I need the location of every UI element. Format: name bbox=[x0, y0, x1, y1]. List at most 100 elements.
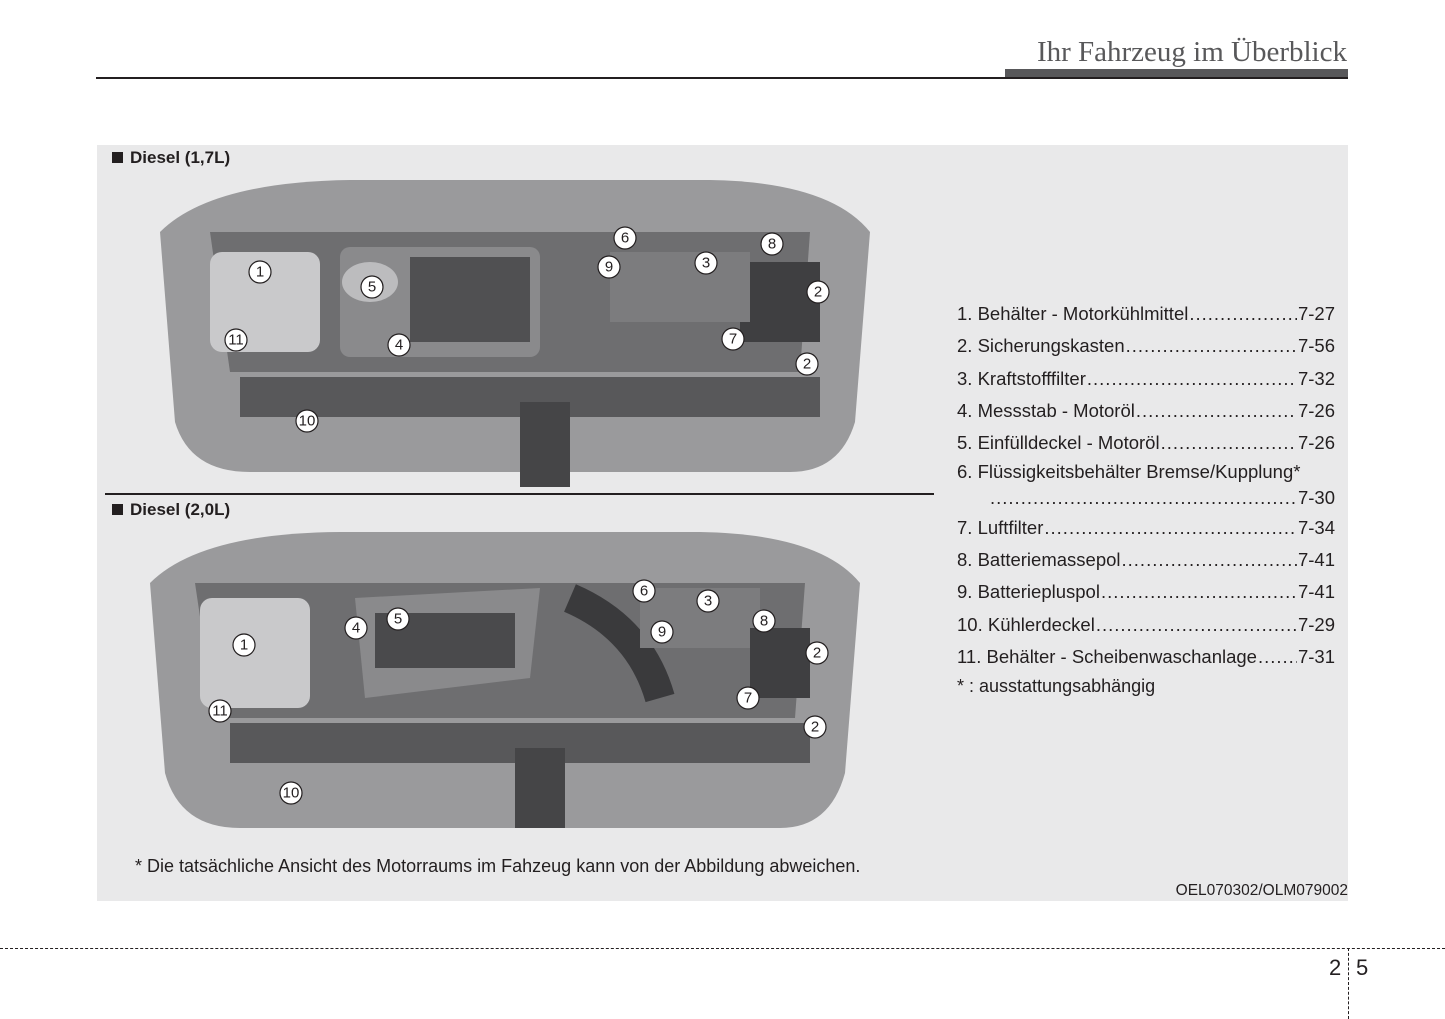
page-bottom-rule bbox=[0, 948, 1445, 949]
callout-number: 11 bbox=[212, 703, 228, 720]
callout-number: 8 bbox=[760, 613, 768, 630]
legend-note: * : ausstattungsabhängig bbox=[957, 676, 1156, 696]
callout-number: 1 bbox=[240, 637, 248, 654]
callout-marker: 2 bbox=[806, 280, 830, 304]
section-label-diesel-17: Diesel (1,7L) bbox=[112, 148, 230, 168]
callout-number: 4 bbox=[395, 337, 403, 354]
legend-item-page: 7-27 bbox=[1297, 303, 1335, 325]
page-number-separator bbox=[1348, 948, 1349, 1019]
callout-number: 2 bbox=[811, 719, 819, 736]
legend-item: 8. Batteriemassepol7-41 bbox=[957, 544, 1335, 576]
header-rule bbox=[96, 77, 1348, 79]
leader-dots bbox=[1044, 517, 1297, 539]
callout-number: 2 bbox=[813, 645, 821, 662]
leader-dots bbox=[1126, 335, 1297, 357]
legend-item-label: 1. Behälter - Motorkühlmittel bbox=[957, 303, 1189, 325]
legend-item: 3. Kraftstofffilter 7-32 bbox=[957, 363, 1335, 395]
legend-item-label: 7. Luftfilter bbox=[957, 516, 1044, 538]
leader-dots bbox=[1122, 549, 1297, 571]
callout-marker: 2 bbox=[805, 641, 829, 665]
callout-number: 10 bbox=[283, 785, 300, 802]
leader-dots bbox=[1161, 432, 1297, 454]
callout-number: 5 bbox=[394, 611, 402, 628]
leader-dots bbox=[1101, 581, 1297, 603]
callout-number: 2 bbox=[814, 284, 822, 301]
legend-item-page: 7-41 bbox=[1297, 581, 1335, 603]
callout-marker: 1 bbox=[232, 633, 256, 657]
callout-marker: 10 bbox=[279, 781, 303, 805]
callout-number: 2 bbox=[803, 356, 811, 373]
callout-marker: 5 bbox=[360, 275, 384, 299]
legend-item: 6. Flüssigkeitsbehälter Bremse/Kupplung* bbox=[957, 459, 1335, 485]
legend-item-page: 7-56 bbox=[1297, 335, 1335, 357]
legend-item: 7. Luftfilter 7-34 bbox=[957, 511, 1335, 543]
legend-item-page: 7-34 bbox=[1297, 516, 1335, 538]
callout-number: 3 bbox=[704, 593, 712, 610]
legend-item: 11. Behälter - Scheibenwaschanlage 7-31 bbox=[957, 641, 1335, 673]
legend-item-label: 4. Messstab - Motoröl bbox=[957, 400, 1135, 422]
legend-item-page: 7-31 bbox=[1297, 645, 1335, 667]
callout-marker: 8 bbox=[752, 609, 776, 633]
callout-number: 11 bbox=[228, 332, 244, 349]
callout-marker: 11 bbox=[208, 699, 232, 723]
callout-number: 9 bbox=[605, 259, 613, 276]
component-legend: 1. Behälter - Motorkühlmittel 7-27 2. Sich… bbox=[957, 298, 1335, 673]
legend-item-label: 10. Kühlerdeckel bbox=[957, 613, 1095, 635]
callout-marker: 8 bbox=[760, 232, 784, 256]
legend-item-page: 7-30 bbox=[1297, 487, 1335, 509]
page-header-title: Ihr Fahrzeug im Überblick bbox=[1036, 36, 1347, 68]
callout-number: 7 bbox=[729, 331, 737, 348]
callout-number: 7 bbox=[744, 690, 752, 707]
callout-marker: 6 bbox=[613, 226, 637, 250]
callout-number: 5 bbox=[368, 279, 376, 296]
legend-item-label: 2. Sicherungskasten bbox=[957, 335, 1125, 357]
callout-marker: 6 bbox=[632, 579, 656, 603]
callout-number: 6 bbox=[640, 583, 648, 600]
callout-marker: 1 bbox=[248, 260, 272, 284]
legend-item-label: 9. Batteriepluspol bbox=[957, 581, 1100, 603]
callout-marker: 7 bbox=[721, 327, 745, 351]
callout-number: 4 bbox=[352, 620, 360, 637]
page-number: 5 bbox=[1356, 955, 1369, 980]
callout-marker: 5 bbox=[386, 607, 410, 631]
callout-marker: 9 bbox=[650, 620, 674, 644]
callout-marker: 11 bbox=[224, 328, 248, 352]
legend-item-page: 7-26 bbox=[1297, 432, 1335, 454]
callout-marker: 9 bbox=[597, 255, 621, 279]
legend-item: 5. Einfülldeckel - Motoröl7-26 bbox=[957, 427, 1335, 459]
chapter-number: 2 bbox=[1329, 955, 1342, 980]
callout-marker: 4 bbox=[344, 616, 368, 640]
leader-dots bbox=[1258, 646, 1297, 668]
legend-item-page: 7-41 bbox=[1297, 548, 1335, 570]
legend-item-page: 7-32 bbox=[1297, 367, 1335, 389]
legend-item-label: 3. Kraftstofffilter bbox=[957, 367, 1086, 389]
leader-dots bbox=[1189, 303, 1297, 325]
legend-item-continuation: 7-30 bbox=[957, 485, 1335, 511]
callout-number: 3 bbox=[702, 255, 710, 272]
callout-marker: 3 bbox=[696, 589, 720, 613]
callout-number: 6 bbox=[621, 230, 629, 247]
callout-number: 10 bbox=[299, 413, 316, 430]
callouts: 1 2 2 3 4 5 6 7 8 9 10 11 bbox=[208, 579, 829, 805]
callout-number: 1 bbox=[256, 264, 264, 281]
callout-number: 8 bbox=[768, 236, 776, 253]
leader-dots bbox=[1087, 368, 1297, 390]
callout-marker: 7 bbox=[736, 686, 760, 710]
legend-item: 9. Batteriepluspol 7-41 bbox=[957, 576, 1335, 608]
leader-dots bbox=[990, 487, 1297, 509]
legend-item: 10. Kühlerdeckel 7-29 bbox=[957, 608, 1335, 640]
legend-item-page: 7-29 bbox=[1297, 613, 1335, 635]
callout-marker: 2 bbox=[803, 715, 827, 739]
engine-bay-illustration-17: 1 2 2 3 4 5 6 7 8 9 10 11 bbox=[160, 180, 870, 487]
legend-item-label: 11. Behälter - Scheibenwaschanlage bbox=[957, 645, 1257, 667]
figure-footnote: * Die tatsächliche Ansicht des Motorraum… bbox=[135, 856, 861, 876]
image-code: OEL070302/OLM079002 bbox=[1175, 882, 1348, 899]
legend-item-page: 7-26 bbox=[1297, 400, 1335, 422]
callout-marker: 4 bbox=[387, 333, 411, 357]
callout-marker: 2 bbox=[795, 352, 819, 376]
section-label-text: Diesel (2,0L) bbox=[130, 500, 231, 519]
leader-dots bbox=[1136, 400, 1297, 422]
callout-marker: 3 bbox=[694, 251, 718, 275]
callouts: 1 2 2 3 4 5 6 7 8 9 10 11 bbox=[224, 226, 830, 433]
section-divider bbox=[105, 493, 934, 495]
